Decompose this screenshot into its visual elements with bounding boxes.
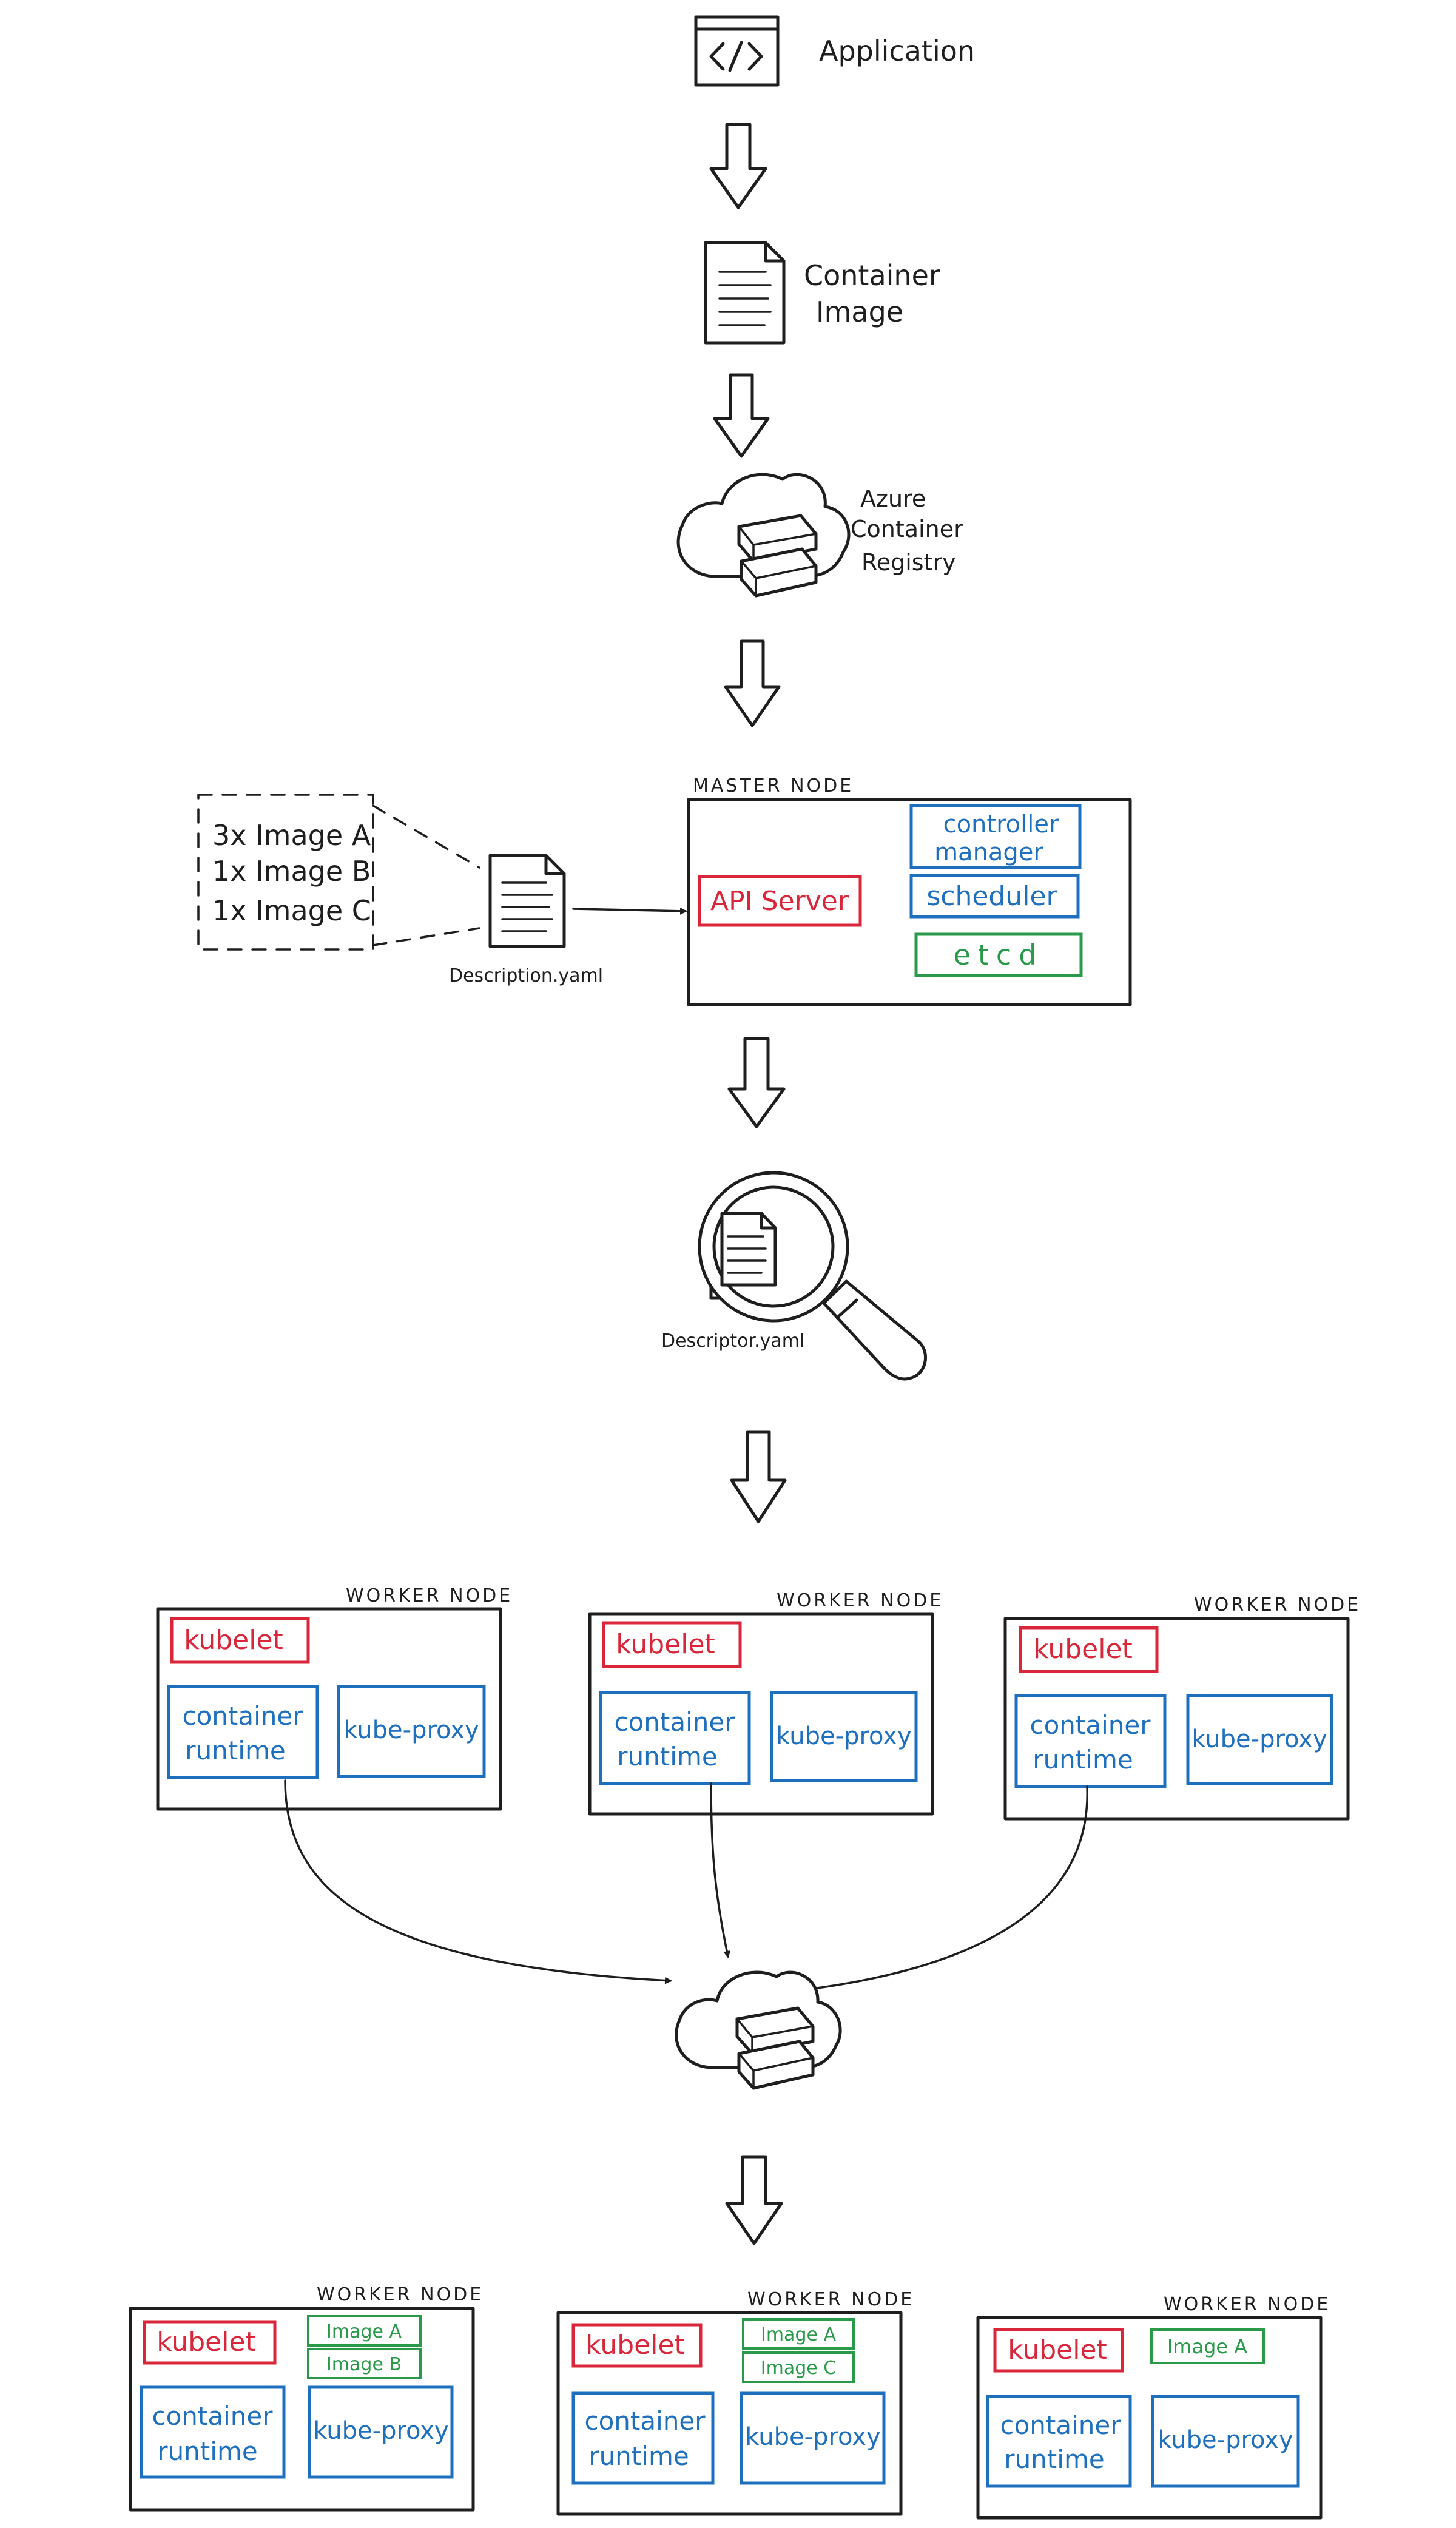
kubelet-label: kubelet bbox=[1033, 1634, 1133, 1665]
description-item: 1x Image C bbox=[212, 894, 371, 927]
container-image-label-line1: Container bbox=[804, 259, 940, 292]
container-runtime-label-line1: container bbox=[584, 2406, 706, 2436]
kubelet-label: kubelet bbox=[616, 1629, 715, 1660]
worker-node-title: WORKER NODE bbox=[346, 1585, 513, 1606]
worker-node: WORKER NODE kubelet container runtime ku… bbox=[1003, 1594, 1361, 1821]
kube-proxy-label: kube-proxy bbox=[745, 2423, 880, 2451]
descriptor-file-label: Descriptor.yaml bbox=[661, 1330, 804, 1352]
worker-node-title: WORKER NODE bbox=[747, 2289, 914, 2310]
kubelet-label: kubelet bbox=[1008, 2334, 1107, 2365]
flow-arrow-6 bbox=[725, 2155, 783, 2245]
flow-arrow-2 bbox=[713, 373, 770, 458]
worker-node: WORKER NODE kubelet container runtime ku… bbox=[588, 1590, 943, 1816]
scheduled-image-label: Image A bbox=[326, 2321, 402, 2342]
worker-node-title: WORKER NODE bbox=[1194, 1594, 1361, 1616]
registry-label-line1: Azure bbox=[860, 485, 926, 512]
scheduled-image-box bbox=[742, 2351, 855, 2383]
master-node-box bbox=[687, 798, 1132, 1006]
document-icon bbox=[704, 241, 786, 345]
scheduled-image-box bbox=[307, 2348, 422, 2379]
api-server-label: API Server bbox=[710, 886, 849, 917]
container-runtime-label-line1: container bbox=[1000, 2410, 1121, 2440]
controller-manager-label-line2: manager bbox=[934, 838, 1043, 866]
api-server-box bbox=[698, 875, 862, 927]
yaml-file-label: Description.yaml bbox=[449, 965, 603, 986]
scheduled-image-label: Image C bbox=[761, 2358, 836, 2379]
scheduled-worker-node: WORKER NODE kubelet Image A Image B cont… bbox=[129, 2284, 484, 2512]
flow-arrow-4 bbox=[727, 1037, 786, 1128]
cloud-registry-icon bbox=[675, 1970, 842, 2090]
container-runtime-label-line2: runtime bbox=[617, 1742, 717, 1771]
master-node-title: MASTER NODE bbox=[693, 775, 854, 797]
flow-arrow-3 bbox=[724, 639, 781, 727]
scheduled-image-box bbox=[307, 2315, 422, 2347]
kube-proxy-label: kube-proxy bbox=[1191, 1725, 1327, 1753]
image-pull-connector bbox=[710, 1782, 731, 1958]
container-runtime-label-line1: container bbox=[1030, 1710, 1151, 1740]
container-runtime-label-line1: container bbox=[614, 1707, 735, 1737]
container-runtime-label-line2: runtime bbox=[157, 2436, 257, 2466]
registry-label-line3: Registry bbox=[861, 549, 956, 576]
etcd-label: etcd bbox=[954, 939, 1044, 971]
controller-manager-box bbox=[909, 804, 1082, 869]
controller-manager-label-line1: controller bbox=[943, 811, 1059, 838]
container-runtime-label-line2: runtime bbox=[588, 2441, 689, 2471]
scheduled-image-label: Image A bbox=[761, 2324, 836, 2345]
kube-proxy-label: kube-proxy bbox=[343, 1716, 479, 1744]
description-dashed-callout bbox=[197, 794, 480, 951]
code-window-icon bbox=[694, 15, 780, 87]
worker-node-title: WORKER NODE bbox=[777, 1590, 943, 1611]
container-runtime-label-line1: container bbox=[152, 2401, 273, 2431]
magnifier-document-icon bbox=[698, 1171, 927, 1381]
application-label: Application bbox=[819, 35, 975, 67]
description-item: 3x Image A bbox=[212, 819, 371, 852]
container-runtime-label-line2: runtime bbox=[1033, 1745, 1133, 1775]
kubelet-label: kubelet bbox=[585, 2330, 685, 2361]
flow-arrow-1 bbox=[709, 123, 767, 209]
container-image-label-line2: Image bbox=[816, 295, 903, 328]
image-pull-connector bbox=[802, 1785, 1088, 1993]
scheduler-box bbox=[909, 874, 1080, 919]
flow-arrow-5 bbox=[730, 1430, 787, 1523]
scheduled-image-label: Image B bbox=[326, 2354, 402, 2375]
kubelet-label: kubelet bbox=[184, 1625, 283, 1656]
container-runtime-label-line2: runtime bbox=[185, 1736, 285, 1765]
registry-label-line2: Container bbox=[851, 516, 963, 542]
description-item: 1x Image B bbox=[212, 855, 371, 888]
image-pull-connector bbox=[284, 1779, 672, 1984]
kube-proxy-label: kube-proxy bbox=[313, 2417, 448, 2445]
yaml-to-master-connector bbox=[572, 907, 687, 915]
container-runtime-label-line1: container bbox=[182, 1701, 303, 1731]
etcd-box bbox=[914, 932, 1083, 977]
scheduled-worker-node: WORKER NODE kubelet Image A container ru… bbox=[976, 2294, 1330, 2520]
worker-node-title: WORKER NODE bbox=[317, 2284, 484, 2305]
scheduled-worker-node: WORKER NODE kubelet Image A Image C cont… bbox=[556, 2289, 914, 2516]
worker-node-title: WORKER NODE bbox=[1164, 2294, 1330, 2315]
cloud-registry-icon bbox=[676, 473, 851, 598]
scheduled-image-label: Image A bbox=[1167, 2335, 1247, 2358]
kubelet-label: kubelet bbox=[157, 2327, 256, 2358]
container-runtime-label-line2: runtime bbox=[1004, 2444, 1104, 2474]
worker-node: WORKER NODE kubelet container runtime ku… bbox=[156, 1585, 513, 1811]
kube-proxy-label: kube-proxy bbox=[1158, 2426, 1293, 2454]
yaml-document-icon bbox=[488, 854, 566, 948]
scheduler-label: scheduler bbox=[926, 881, 1057, 912]
kube-proxy-label: kube-proxy bbox=[776, 1722, 911, 1750]
scheduled-image-box bbox=[1150, 2328, 1265, 2364]
scheduled-image-box bbox=[742, 2318, 855, 2350]
